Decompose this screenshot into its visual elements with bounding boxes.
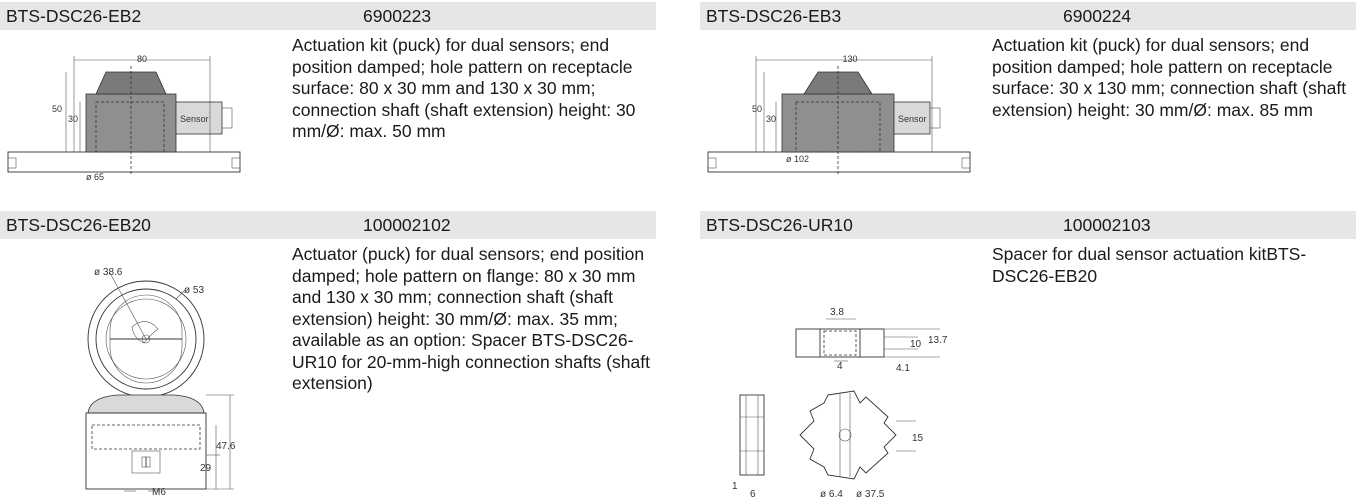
dim-b-label: 10 <box>910 339 922 350</box>
product-name: BTS-DSC26-EB3 <box>706 6 842 26</box>
product-card-bts-dsc26-eb20: BTS-DSC26-EB20 100002102 ø 38.6 ø 53 47.… <box>0 211 656 495</box>
dim-thread-label: M6 <box>152 487 166 495</box>
dim-height-outer-label: 50 <box>752 104 762 114</box>
product-header: BTS-DSC26-EB2 6900223 <box>0 2 656 30</box>
dim-h1-label: 47.6 <box>216 441 236 452</box>
dim-diameter-label: ø 102 <box>786 154 809 164</box>
dim-d1-label: ø 38.6 <box>94 267 123 278</box>
product-description: Actuator (puck) for dual sensors; end po… <box>292 244 650 393</box>
product-name: BTS-DSC26-EB20 <box>6 215 151 235</box>
dim-height-inner-label: 30 <box>68 114 78 124</box>
product-header: BTS-DSC26-EB3 6900224 <box>700 2 1356 30</box>
sensor-label: Sensor <box>180 114 209 124</box>
dim-h-label: 6 <box>750 489 756 499</box>
dimension-drawing: 3.8 10 13.7 4 4.1 15 1 <box>732 307 948 499</box>
dim-height-outer-label: 50 <box>52 104 62 114</box>
dimension-drawing: ø 38.6 ø 53 47.6 29 M6 <box>85 267 236 495</box>
product-order-code: 100002102 <box>363 215 451 235</box>
dim-j-label: ø 37.5 <box>856 489 885 499</box>
product-name: BTS-DSC26-EB2 <box>6 6 142 26</box>
product-description: Actuation kit (puck) for dual sensors; e… <box>292 35 636 141</box>
dim-width-label: 80 <box>137 54 147 64</box>
product-card-bts-dsc26-eb3: BTS-DSC26-EB3 6900224 130 50 30 Sensor ø… <box>700 2 1356 176</box>
product-drawing: 3.8 10 13.7 4 4.1 15 1 <box>700 245 990 499</box>
product-header: BTS-DSC26-EB20 100002102 <box>0 211 656 239</box>
dim-i-label: ø 6.4 <box>820 489 843 499</box>
product-header: BTS-DSC26-UR10 100002103 <box>700 211 1356 239</box>
dimension-drawing: 130 50 30 Sensor ø 102 <box>707 54 971 176</box>
dim-g-label: 1 <box>732 481 738 492</box>
product-drawing: ø 38.6 ø 53 47.6 29 M6 <box>0 245 290 495</box>
product-name: BTS-DSC26-UR10 <box>706 215 853 235</box>
product-drawing: 80 50 30 Sensor ø 65 <box>0 36 290 186</box>
dim-d-label: 4 <box>837 361 843 372</box>
dim-h2-label: 29 <box>200 463 212 474</box>
product-order-code: 6900223 <box>363 6 432 26</box>
dimension-drawing: 80 50 30 Sensor ø 65 <box>7 54 241 182</box>
dim-height-inner-label: 30 <box>766 114 776 124</box>
product-order-code: 100002103 <box>1063 215 1151 235</box>
dim-d2-label: ø 53 <box>184 285 204 296</box>
dim-c-label: 13.7 <box>928 335 948 346</box>
product-description: Spacer for dual sensor actuation kitBTS-… <box>992 244 1307 286</box>
product-drawing: 130 50 30 Sensor ø 102 <box>700 36 990 186</box>
dim-diameter-label: ø 65 <box>86 172 104 182</box>
product-order-code: 6900224 <box>1063 6 1132 26</box>
product-description: Actuation kit (puck) for dual sensors; e… <box>992 35 1347 120</box>
dim-e-label: 4.1 <box>896 363 910 374</box>
dim-a-label: 3.8 <box>830 307 844 318</box>
product-card-bts-dsc26-ur10: BTS-DSC26-UR10 100002103 3.8 10 13.7 4 4… <box>700 211 1356 499</box>
dim-f-label: 15 <box>912 433 924 444</box>
sensor-label: Sensor <box>898 114 927 124</box>
product-card-bts-dsc26-eb2: BTS-DSC26-EB2 6900223 80 50 30 Sensor ø … <box>0 2 656 182</box>
dim-width-label: 130 <box>842 54 857 64</box>
